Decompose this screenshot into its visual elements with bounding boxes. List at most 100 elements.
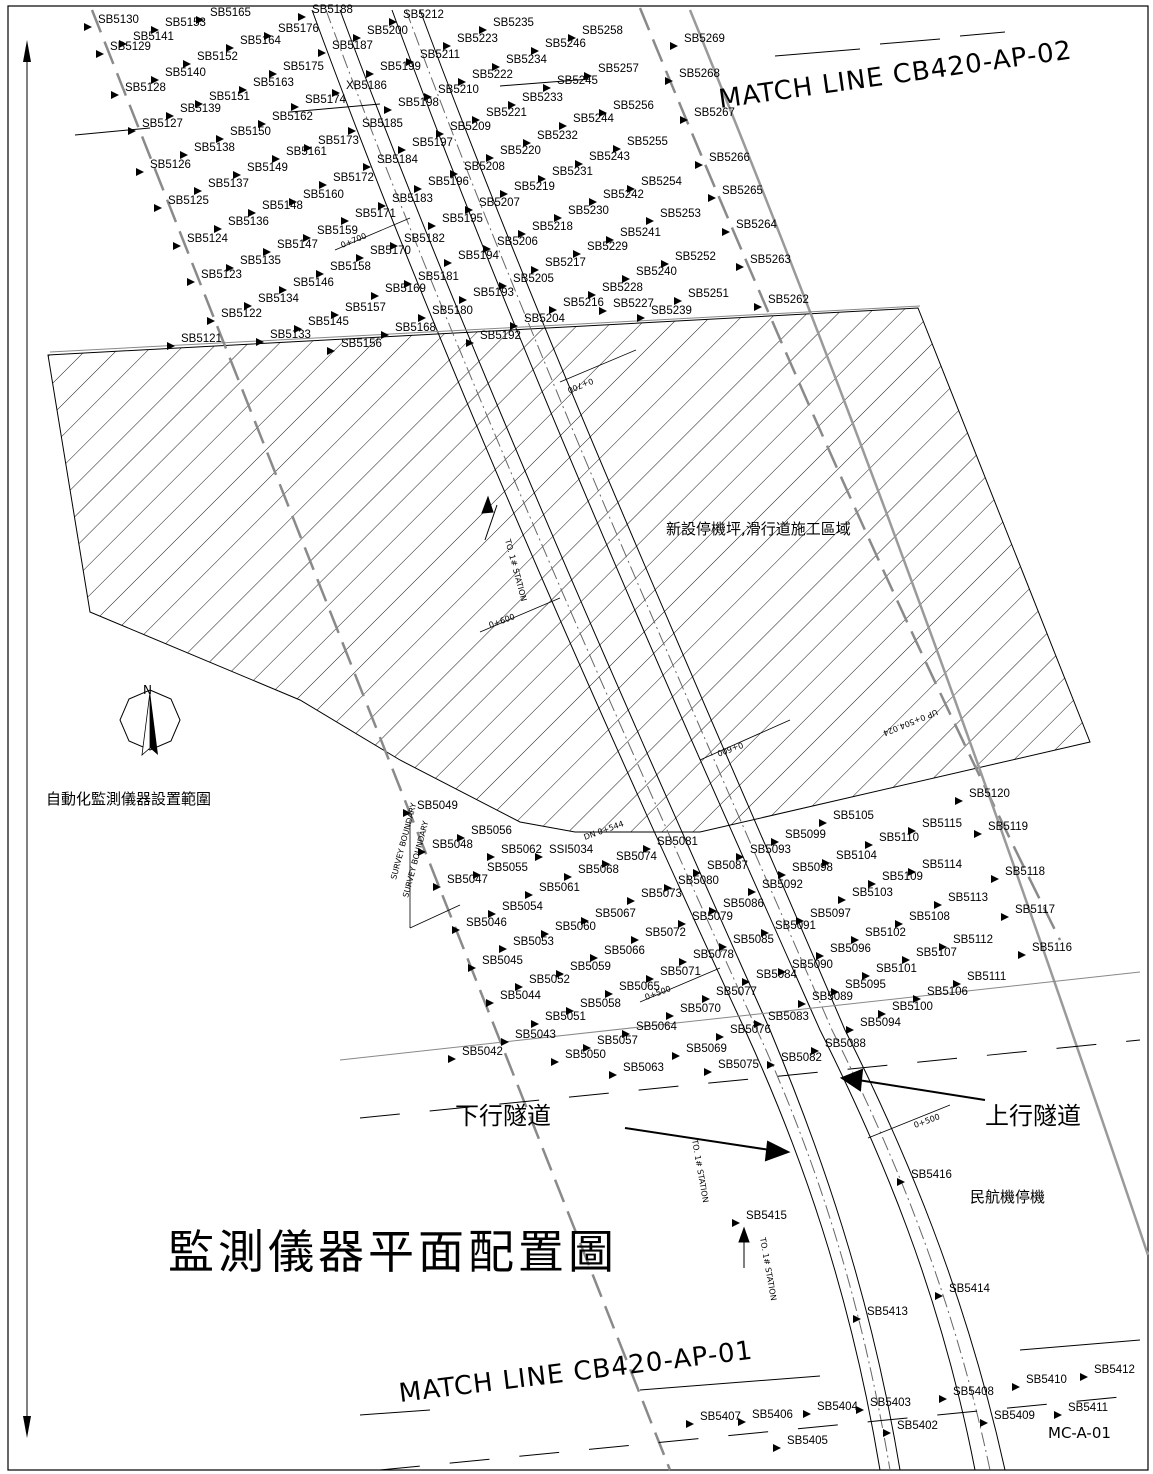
point-marker-icon: [980, 1419, 988, 1427]
point-marker-icon: [955, 797, 963, 805]
monitoring-point: SB5198: [384, 97, 439, 114]
point-marker-icon: [695, 161, 703, 169]
point-label: SB5063: [623, 1062, 664, 1074]
point-marker-icon: [736, 263, 744, 271]
point-marker-icon: [646, 217, 654, 225]
point-marker-icon: [443, 42, 451, 50]
point-label: SB5048: [432, 839, 473, 851]
point-marker-icon: [486, 999, 494, 1007]
point-marker-icon: [778, 871, 786, 879]
private-apron-label: 民航機停機: [970, 1188, 1045, 1206]
point-marker-icon: [327, 347, 335, 355]
point-marker-icon: [515, 983, 523, 991]
monitoring-point: SB5068: [564, 864, 619, 881]
monitoring-point: SB5160: [289, 189, 344, 206]
point-marker-icon: [187, 278, 195, 286]
match-line-top: MATCH LINE CB420-AP-02: [717, 36, 1074, 115]
monitoring-point: SB5118: [991, 866, 1045, 883]
point-label: SB5221: [486, 107, 527, 119]
point-label: SB5251: [688, 288, 729, 300]
monitoring-point: SB5199: [366, 61, 421, 78]
monitoring-point: SB5218: [518, 221, 573, 238]
point-label: SB5241: [620, 227, 661, 239]
monitoring-point: SB5150: [216, 126, 271, 143]
monitoring-point: SB5129: [96, 41, 151, 58]
monitoring-point: SB5146: [279, 277, 334, 294]
station-label: 0+500: [913, 1112, 942, 1130]
point-marker-icon: [551, 1058, 559, 1066]
point-marker-icon: [450, 170, 458, 178]
monitoring-point: SB5219: [500, 181, 555, 198]
point-label: SB5054: [502, 901, 544, 913]
point-label: SB5160: [303, 189, 344, 201]
point-label: SB5165: [210, 7, 251, 19]
monitoring-point: SB5054: [488, 901, 544, 918]
point-label: SB5255: [627, 136, 668, 148]
monitoring-point: SB5235: [479, 17, 534, 34]
monitoring-point: SB5209: [436, 121, 491, 138]
point-label: SB5156: [341, 338, 382, 350]
point-marker-icon: [418, 314, 426, 322]
point-label: SB5121: [181, 333, 222, 345]
point-marker-icon: [518, 230, 526, 238]
point-marker-icon: [216, 135, 224, 143]
point-marker-icon: [1080, 1373, 1088, 1381]
monitoring-point: SB5187: [318, 40, 373, 57]
point-label: SB5116: [1032, 942, 1072, 954]
monitoring-point: SB5089: [798, 991, 853, 1008]
point-label: SB5147: [277, 239, 318, 251]
point-label: SB5212: [403, 9, 444, 21]
monitoring-point: SB5194: [444, 250, 500, 267]
point-marker-icon: [378, 202, 386, 210]
point-marker-icon: [796, 917, 804, 925]
point-marker-icon: [637, 314, 645, 322]
point-label: SB5269: [684, 33, 725, 45]
monitoring-point: SB5153: [151, 17, 206, 34]
point-marker-icon: [748, 888, 756, 896]
point-label: SB5073: [641, 888, 682, 900]
point-marker-icon: [902, 956, 910, 964]
point-label: SB5263: [750, 254, 791, 266]
monitoring-point: SB5416: [897, 1169, 952, 1186]
monitoring-point: SB5115: [908, 818, 962, 835]
point-marker-icon: [341, 217, 349, 225]
monitoring-point: SB5182: [390, 233, 445, 250]
point-marker-icon: [670, 42, 678, 50]
monitoring-point: SB5406: [738, 1409, 793, 1426]
point-label: SB5056: [471, 825, 512, 837]
point-label: SB5205: [513, 273, 554, 285]
monitoring-point: SB5122: [207, 308, 262, 325]
point-label: SB5244: [573, 113, 615, 125]
up-tunnel-label: 上行隧道: [985, 1102, 1081, 1130]
point-label: SB5071: [660, 966, 701, 978]
point-label: SB5246: [545, 38, 586, 50]
monitoring-point: SB5412: [1080, 1364, 1135, 1381]
point-marker-icon: [458, 78, 466, 86]
hatched-construction-area: [47, 307, 1091, 833]
point-label: SB5222: [472, 69, 513, 81]
point-marker-icon: [398, 146, 406, 154]
point-label: SB5265: [722, 185, 763, 197]
point-marker-icon: [291, 103, 299, 111]
point-marker-icon: [862, 972, 870, 980]
monitoring-point: SB5098: [778, 862, 833, 879]
monitoring-point: SB5053: [499, 936, 554, 953]
point-label: SB5082: [781, 1052, 822, 1064]
monitoring-point: SB5210: [424, 84, 479, 101]
point-label: SB5076: [730, 1024, 771, 1036]
monitoring-point: SB5148: [248, 200, 303, 217]
monitoring-point: SB5265: [708, 185, 763, 202]
point-label: SB5416: [911, 1169, 952, 1181]
point-label: SB5231: [552, 166, 593, 178]
point-label: SB5415: [746, 1210, 787, 1222]
point-label: SB5136: [228, 216, 269, 228]
monitoring-point: SB5046: [452, 917, 507, 934]
point-label: SB5161: [286, 146, 327, 158]
monitoring-point: SB5114: [908, 859, 963, 876]
point-label: SB5180: [432, 305, 473, 317]
point-marker-icon: [479, 26, 487, 34]
monitoring-point: SB5108: [895, 911, 950, 928]
point-label: SB5134: [258, 293, 300, 305]
point-marker-icon: [761, 929, 769, 937]
